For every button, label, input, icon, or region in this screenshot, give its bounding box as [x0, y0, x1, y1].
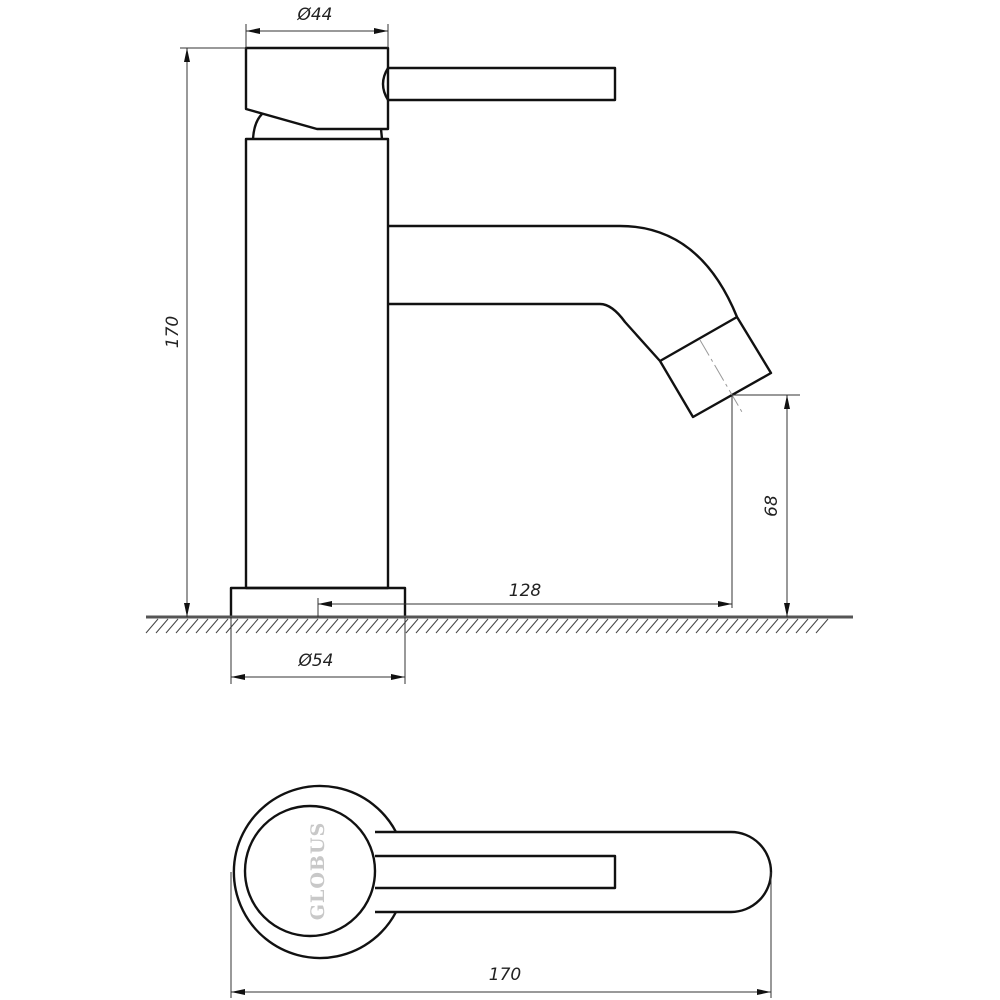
hatch-line	[755, 618, 769, 634]
hatch-line	[595, 618, 609, 634]
hatch-line	[365, 618, 379, 634]
hatch-line	[615, 618, 629, 634]
hatch-line	[485, 618, 499, 634]
handle-neck	[251, 113, 384, 140]
hatch-line	[255, 618, 269, 634]
hatch-line	[625, 618, 639, 634]
top-handle-disc	[243, 804, 377, 938]
hatch-line	[495, 618, 509, 634]
hatch-line	[175, 618, 189, 634]
hatch-line	[775, 618, 789, 634]
hatch-line	[335, 618, 349, 634]
hatch-line	[745, 618, 759, 634]
hatch-line	[685, 618, 699, 634]
hatch-line	[515, 618, 529, 634]
dim-base-diameter: Ø54	[297, 651, 333, 671]
aerator-centerline	[699, 339, 743, 413]
hatch-line	[375, 618, 389, 634]
hatch-line	[145, 618, 159, 634]
hatch-line	[405, 618, 419, 634]
top-view: GLOBUS 170	[230, 784, 773, 998]
hatch-line	[565, 618, 579, 634]
hatch-line	[195, 618, 209, 634]
hatch-line	[525, 618, 539, 634]
brand-logo: GLOBUS	[307, 822, 329, 921]
hatch-line	[225, 618, 239, 634]
faucet-body	[244, 137, 390, 590]
hatch-line	[445, 618, 459, 634]
hatch-line	[765, 618, 779, 634]
hatch-line	[355, 618, 369, 634]
hatch-line	[695, 618, 709, 634]
hatch-line	[265, 618, 279, 634]
hatch-line	[675, 618, 689, 634]
hatch-line	[465, 618, 479, 634]
hatch-line	[385, 618, 399, 634]
hatch-line	[275, 618, 289, 634]
hatch-line	[455, 618, 469, 634]
hatch-line	[735, 618, 749, 634]
hatch-line	[395, 618, 409, 634]
hatch-line	[315, 618, 329, 634]
hatch-line	[235, 618, 249, 634]
hatch-line	[155, 618, 169, 634]
hatch-line	[305, 618, 319, 634]
hatch-line	[435, 618, 449, 634]
hatch-line	[655, 618, 669, 634]
hatch-line	[545, 618, 559, 634]
hatch-line	[245, 618, 259, 634]
hatch-line	[725, 618, 739, 634]
hatch-line	[205, 618, 219, 634]
handle-block	[244, 46, 390, 131]
hatch-line	[815, 618, 829, 634]
hatch-line	[215, 618, 229, 634]
hatch-line	[505, 618, 519, 634]
top-spout-body	[375, 830, 773, 914]
spout	[388, 224, 773, 419]
hatch-line	[285, 618, 299, 634]
hatch-line	[705, 618, 719, 634]
hatch-line	[635, 618, 649, 634]
hatch-line	[325, 618, 339, 634]
dim-spout-reach: 128	[509, 581, 542, 601]
hatch-line	[475, 618, 489, 634]
hatch-line	[585, 618, 599, 634]
hatch-line	[425, 618, 439, 634]
hatch-line	[795, 618, 809, 634]
side-view: Ø44 170 68 128 Ø54	[145, 5, 853, 684]
hatch-line	[575, 618, 589, 634]
hatch-line	[345, 618, 359, 634]
hatch-line	[555, 618, 569, 634]
hatch-line	[605, 618, 619, 634]
top-outer-ring	[232, 784, 398, 960]
hatch-line	[805, 618, 819, 634]
handle-lever	[381, 66, 617, 102]
hatch-line	[185, 618, 199, 634]
ground-hatching	[145, 618, 829, 634]
dim-spout-height: 68	[762, 495, 782, 517]
dim-total-length: 170	[489, 965, 521, 985]
hatch-line	[165, 618, 179, 634]
dim-total-height: 170	[163, 316, 183, 348]
hatch-line	[715, 618, 729, 634]
top-lever-slot	[375, 854, 617, 890]
hatch-line	[785, 618, 799, 634]
hatch-line	[295, 618, 309, 634]
dim-handle-diameter: Ø44	[296, 5, 332, 25]
aerator-line	[659, 315, 738, 363]
hatch-line	[415, 618, 429, 634]
hatch-line	[665, 618, 679, 634]
hatch-line	[535, 618, 549, 634]
hatch-line	[645, 618, 659, 634]
